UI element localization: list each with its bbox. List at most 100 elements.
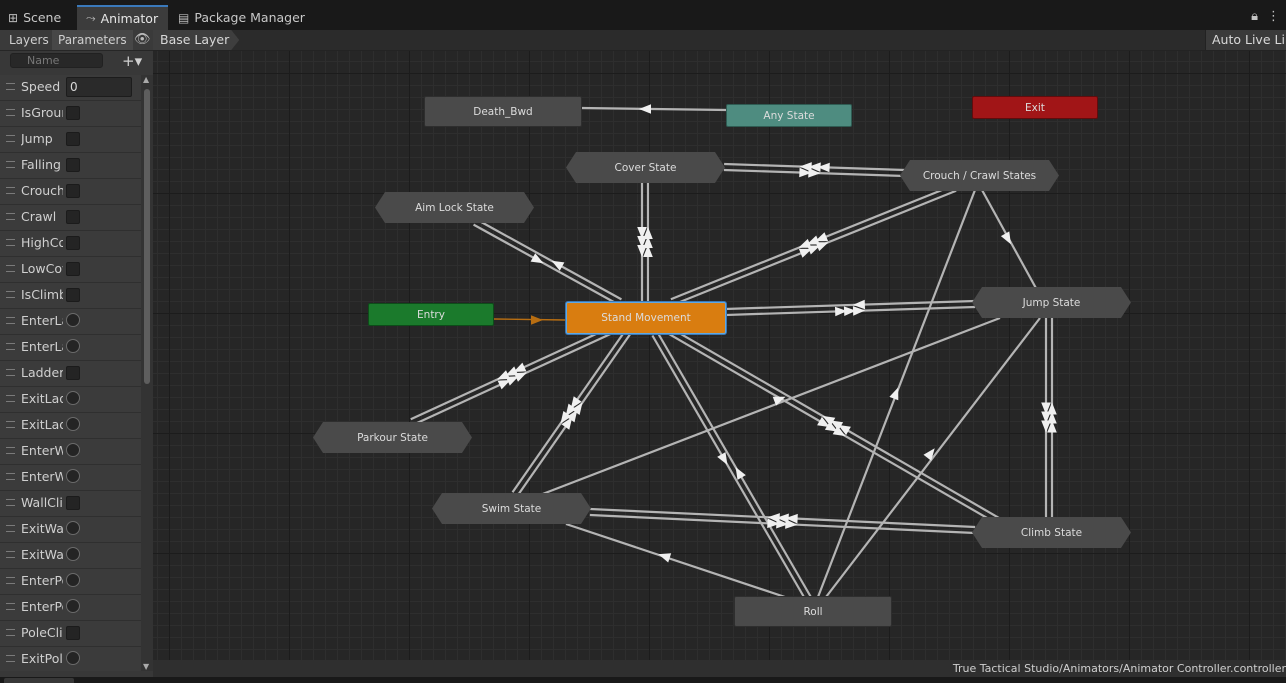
parameter-search-input[interactable]: Name	[10, 53, 103, 68]
state-stand-movement[interactable]: Stand Movement	[566, 302, 726, 334]
transition-line[interactable]	[825, 317, 1041, 598]
tab-layers[interactable]: Layers	[9, 33, 49, 47]
parameter-bool-checkbox[interactable]	[66, 210, 80, 224]
state-swim[interactable]: Swim State	[432, 493, 591, 524]
scrollbar-thumb[interactable]	[144, 89, 150, 384]
parameter-bool-checkbox[interactable]	[66, 236, 80, 250]
state-crouch-crawl[interactable]: Crouch / Crawl States	[900, 160, 1059, 191]
parameter-row[interactable]: EnterWall	[0, 439, 141, 465]
kebab-menu-icon[interactable]: ⋮	[1267, 9, 1280, 24]
parameter-trigger-radio[interactable]	[66, 417, 80, 431]
drag-handle-icon[interactable]	[6, 187, 15, 194]
parameter-row[interactable]: EnterLadder	[0, 335, 141, 361]
tab-animator[interactable]: ⤳ Animator	[77, 5, 168, 30]
state-death-bwd[interactable]: Death_Bwd	[424, 96, 582, 127]
drag-handle-icon[interactable]	[6, 83, 15, 90]
transition-line[interactable]	[475, 218, 622, 301]
state-roll[interactable]: Roll	[734, 596, 892, 627]
drag-handle-icon[interactable]	[6, 369, 15, 376]
tab-package-manager[interactable]: ▤ Package Manager	[178, 5, 308, 30]
parameter-trigger-radio[interactable]	[66, 547, 80, 561]
drag-handle-icon[interactable]	[6, 109, 15, 116]
scroll-up-icon[interactable]: ▲	[143, 75, 150, 84]
tab-parameters[interactable]: Parameters	[52, 30, 133, 50]
state-cover[interactable]: Cover State	[566, 152, 725, 183]
state-aim-lock[interactable]: Aim Lock State	[375, 192, 534, 223]
drag-handle-icon[interactable]	[6, 343, 15, 350]
parameter-row[interactable]: HighCover	[0, 231, 141, 257]
state-entry[interactable]: Entry	[368, 303, 494, 326]
drag-handle-icon[interactable]	[6, 239, 15, 246]
parameter-trigger-radio[interactable]	[66, 313, 80, 327]
drag-handle-icon[interactable]	[6, 603, 15, 610]
drag-handle-icon[interactable]	[6, 213, 15, 220]
parameter-bool-checkbox[interactable]	[66, 366, 80, 380]
parameter-bool-checkbox[interactable]	[66, 262, 80, 276]
state-exit[interactable]: Exit	[972, 96, 1098, 119]
parameter-bool-checkbox[interactable]	[66, 496, 80, 510]
parameter-trigger-radio[interactable]	[66, 599, 80, 613]
drag-handle-icon[interactable]	[6, 395, 15, 402]
parameter-row[interactable]: Falling	[0, 153, 141, 179]
state-jump[interactable]: Jump State	[972, 287, 1131, 318]
breadcrumb[interactable]: Base Layer	[153, 30, 239, 50]
parameter-trigger-radio[interactable]	[66, 339, 80, 353]
drag-handle-icon[interactable]	[6, 499, 15, 506]
drag-handle-icon[interactable]	[6, 447, 15, 454]
state-climb[interactable]: Climb State	[972, 517, 1131, 548]
parameter-row[interactable]: ExitPole	[0, 647, 141, 671]
parameter-row[interactable]: Crawl	[0, 205, 141, 231]
parameter-bool-checkbox[interactable]	[66, 626, 80, 640]
parameter-row[interactable]: Jump	[0, 127, 141, 153]
parameter-trigger-radio[interactable]	[66, 391, 80, 405]
drag-handle-icon[interactable]	[6, 525, 15, 532]
parameter-bool-checkbox[interactable]	[66, 184, 80, 198]
parameter-bool-checkbox[interactable]	[66, 106, 80, 120]
transition-line[interactable]	[724, 299, 975, 311]
drag-handle-icon[interactable]	[6, 629, 15, 636]
parameter-row[interactable]: EnterPole	[0, 595, 141, 621]
drag-handle-icon[interactable]	[6, 473, 15, 480]
parameter-row[interactable]: IsClimbing	[0, 283, 141, 309]
state-parkour[interactable]: Parkour State	[313, 422, 472, 453]
transition-line[interactable]	[565, 522, 786, 599]
scroll-down-icon[interactable]: ▼	[143, 662, 150, 671]
lock-icon[interactable]: 🔒︎	[1251, 9, 1258, 24]
parameter-row[interactable]: ExitWall	[0, 543, 141, 569]
parameter-row[interactable]: IsGrounded	[0, 101, 141, 127]
parameter-trigger-radio[interactable]	[66, 573, 80, 587]
add-parameter-button[interactable]: +▾	[122, 52, 143, 70]
parameter-row[interactable]: EnterLadder	[0, 309, 141, 335]
parameter-row[interactable]: LowCover	[0, 257, 141, 283]
drag-handle-icon[interactable]	[6, 317, 15, 324]
eye-icon[interactable]: 👁︎	[134, 32, 151, 47]
transition-line[interactable]	[656, 331, 812, 598]
drag-handle-icon[interactable]	[6, 551, 15, 558]
parameter-scrollbar[interactable]: ▲ ▼	[141, 75, 153, 671]
state-any-state[interactable]: Any State	[726, 104, 852, 127]
transition-line[interactable]	[493, 318, 567, 321]
transition-line[interactable]	[473, 223, 620, 306]
transition-line[interactable]	[651, 334, 807, 601]
drag-handle-icon[interactable]	[6, 161, 15, 168]
drag-handle-icon[interactable]	[6, 577, 15, 584]
state-machine-graph[interactable]: Death_Bwd Any State Exit Cover State Cro…	[153, 51, 1286, 660]
parameter-row[interactable]: EnterPole	[0, 569, 141, 595]
parameter-row[interactable]: LadderClimb	[0, 361, 141, 387]
parameter-bool-checkbox[interactable]	[66, 132, 80, 146]
transition-line[interactable]	[539, 316, 1001, 497]
parameter-row[interactable]: Crouch	[0, 179, 141, 205]
parameter-trigger-radio[interactable]	[66, 521, 80, 535]
drag-handle-icon[interactable]	[6, 265, 15, 272]
parameter-row[interactable]: PoleClimb	[0, 621, 141, 647]
auto-live-link-toggle[interactable]: Auto Live Link	[1205, 30, 1286, 50]
drag-handle-icon[interactable]	[6, 291, 15, 298]
parameter-row[interactable]: ExitLadder	[0, 413, 141, 439]
parameter-bool-checkbox[interactable]	[66, 288, 80, 302]
drag-handle-icon[interactable]	[6, 135, 15, 142]
drag-handle-icon[interactable]	[6, 421, 15, 428]
parameter-bool-checkbox[interactable]	[66, 158, 80, 172]
transition-line[interactable]	[581, 106, 728, 112]
parameter-row[interactable]: EnterWall	[0, 465, 141, 491]
